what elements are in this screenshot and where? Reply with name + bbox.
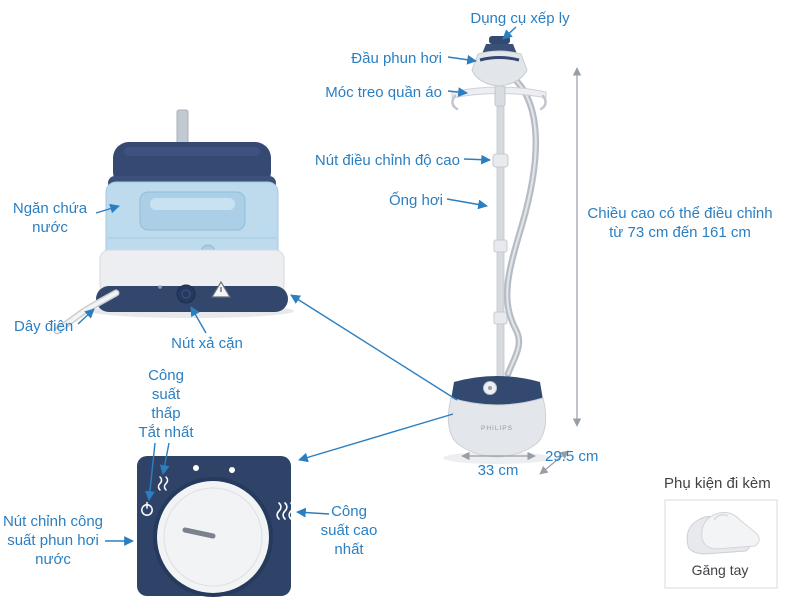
depth-dimension-line <box>539 450 569 475</box>
label-low-power: Công suất thấp <box>148 367 184 422</box>
low-steam-icon <box>157 476 169 491</box>
pleat-tool <box>489 36 510 44</box>
label-power-cord: Dây điện <box>14 318 74 335</box>
panel-mark <box>158 285 162 289</box>
pole-joint <box>493 239 508 253</box>
drain-knob <box>176 284 196 304</box>
glove-thumb-line <box>713 514 729 521</box>
hanger-mount <box>494 85 506 107</box>
arrow-base-to-dial-closeup <box>298 413 454 463</box>
steamer-illustration: PHILIPS <box>443 36 551 464</box>
accessories-title: Phụ kiện đi kèm <box>664 475 771 492</box>
base-body <box>447 397 547 458</box>
drain-knob-inner <box>181 289 191 299</box>
dial-closeup-illustration <box>137 456 294 597</box>
knob-ring <box>163 487 263 587</box>
arrow-hose <box>446 198 488 210</box>
arrow-low-power-mark <box>159 442 170 475</box>
label-drain-button: Nút xả cặn <box>171 335 243 352</box>
dial-mark-dot <box>193 465 199 471</box>
label-width-dimension: 33 cm <box>477 462 519 479</box>
label-hanger: Móc treo quần áo <box>325 84 442 101</box>
label-steam-head: Đầu phun hơi <box>351 50 442 67</box>
dial-mark-dot <box>229 467 235 473</box>
steam-hose-highlight <box>504 70 537 376</box>
label-max-power: Công suất cao nhất <box>320 503 378 558</box>
glove-illustration <box>686 512 760 555</box>
tank-handle-slot <box>150 198 235 210</box>
arrow-pleat-tool <box>502 26 517 40</box>
tank-lid-highlight <box>124 147 260 156</box>
power-off-icon <box>141 501 153 516</box>
label-pleat-tool: Dụng cụ xếp ly <box>470 10 570 27</box>
label-water-tank: Ngăn chứa nước <box>12 200 88 236</box>
arrow-off-mark <box>145 442 156 501</box>
label-height-range-line1: Chiều cao có thể điều chỉnh <box>587 205 773 222</box>
power-cord-highlight <box>55 291 118 333</box>
base-dial-dot <box>488 386 492 390</box>
label-power-knob: Nút chỉnh công suất phun hơi nước <box>2 513 104 568</box>
glove-front <box>701 512 760 550</box>
arrow-hanger <box>447 87 468 97</box>
pole-joint <box>493 311 508 325</box>
arrow-water-tank <box>95 203 120 214</box>
steam-hose <box>502 68 539 378</box>
height-lock-clamp <box>492 153 509 168</box>
label-height-range-line2: từ 73 cm đến 161 cm <box>609 224 751 241</box>
arrow-steam-head <box>447 54 477 65</box>
arrow-drain-button <box>190 306 207 334</box>
label-hose: Ống hơi <box>388 192 443 209</box>
arrow-power-cord <box>77 308 95 325</box>
tank-handle-recess <box>139 191 246 231</box>
arrow-base-to-tank-closeup <box>290 294 458 401</box>
accessory-box <box>664 499 778 589</box>
arrow-max-power <box>296 507 330 518</box>
max-steam-icon <box>276 502 294 520</box>
knob-indicator <box>182 527 216 539</box>
label-off: Tắt nhất <box>138 424 194 441</box>
base-top-band <box>451 376 543 406</box>
arrow-height-button <box>463 154 491 165</box>
hanger-hook-left <box>451 94 459 111</box>
hanger-hook-right <box>539 94 547 111</box>
steam-head-accent <box>479 56 520 62</box>
label-glove: Găng tay <box>691 562 749 578</box>
brand-text: PHILIPS <box>481 425 513 432</box>
annotation-arrows <box>77 26 517 546</box>
dimension-lines <box>461 67 582 475</box>
label-height-button: Nút điều chỉnh độ cao <box>314 152 460 169</box>
label-depth-dimension: 29.5 cm <box>545 448 599 465</box>
label-height-range: Chiều cao có thể điều chỉnh từ 73 cm đến… <box>582 204 778 242</box>
